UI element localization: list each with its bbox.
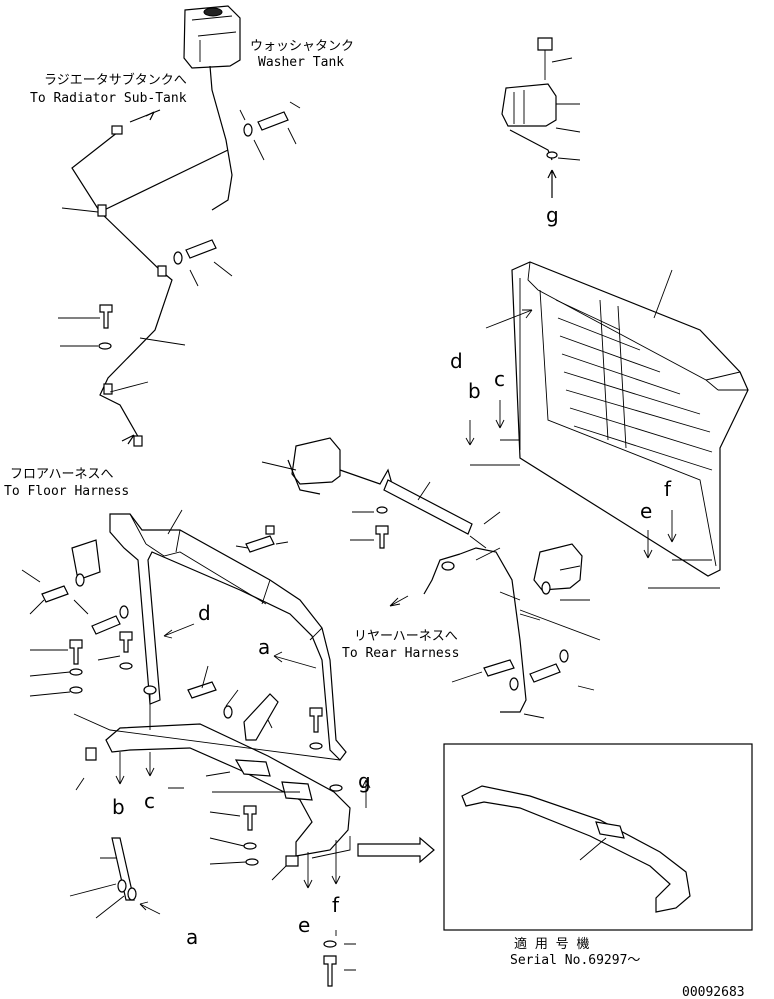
rear-en-label: To Rear Harness — [342, 646, 459, 661]
left-harness — [58, 101, 301, 447]
rear-lamp-top — [501, 37, 581, 198]
callout-e-right: e — [640, 499, 652, 523]
drawing-number: 00092683 — [682, 985, 745, 999]
center-lamps — [261, 437, 601, 719]
callout-b-left: b — [112, 795, 125, 819]
floor-en-label: To Floor Harness — [4, 484, 129, 499]
detail-box — [443, 743, 753, 931]
washer-tank — [183, 5, 241, 211]
radiator-jp-label: ラジエータサブタンクへ — [44, 72, 187, 88]
callout-f-bottom: f — [332, 893, 340, 917]
callout-f-right: f — [664, 477, 672, 501]
lower-panel — [69, 685, 435, 987]
washer-tank-en-label: Washer Tank — [258, 55, 344, 70]
grille-hood — [465, 261, 749, 589]
front-frame — [21, 509, 347, 761]
callout-a-bottom: a — [186, 925, 198, 949]
washer-tank-jp-label: ウォッシャタンク — [250, 39, 354, 54]
serial-jp-label: 適 用 号 機 — [514, 936, 589, 952]
callout-a-mid: a — [258, 635, 270, 659]
rear-jp-label: リヤーハーネスへ — [354, 629, 458, 644]
callout-b-right: b — [468, 379, 481, 403]
callout-d-right: d — [450, 349, 463, 373]
serial-en-label: Serial No.69297～ — [510, 953, 640, 968]
callout-e-bottom: e — [298, 913, 310, 937]
callout-g-mid: g — [358, 769, 371, 793]
callout-c-left: c — [144, 789, 155, 813]
callout-g-top: g — [546, 203, 559, 227]
callout-c-right: c — [494, 367, 505, 391]
callout-d-left: d — [198, 601, 211, 625]
radiator-en-label: To Radiator Sub-Tank — [30, 91, 187, 106]
floor-jp-label: フロアハーネスへ — [10, 467, 113, 482]
